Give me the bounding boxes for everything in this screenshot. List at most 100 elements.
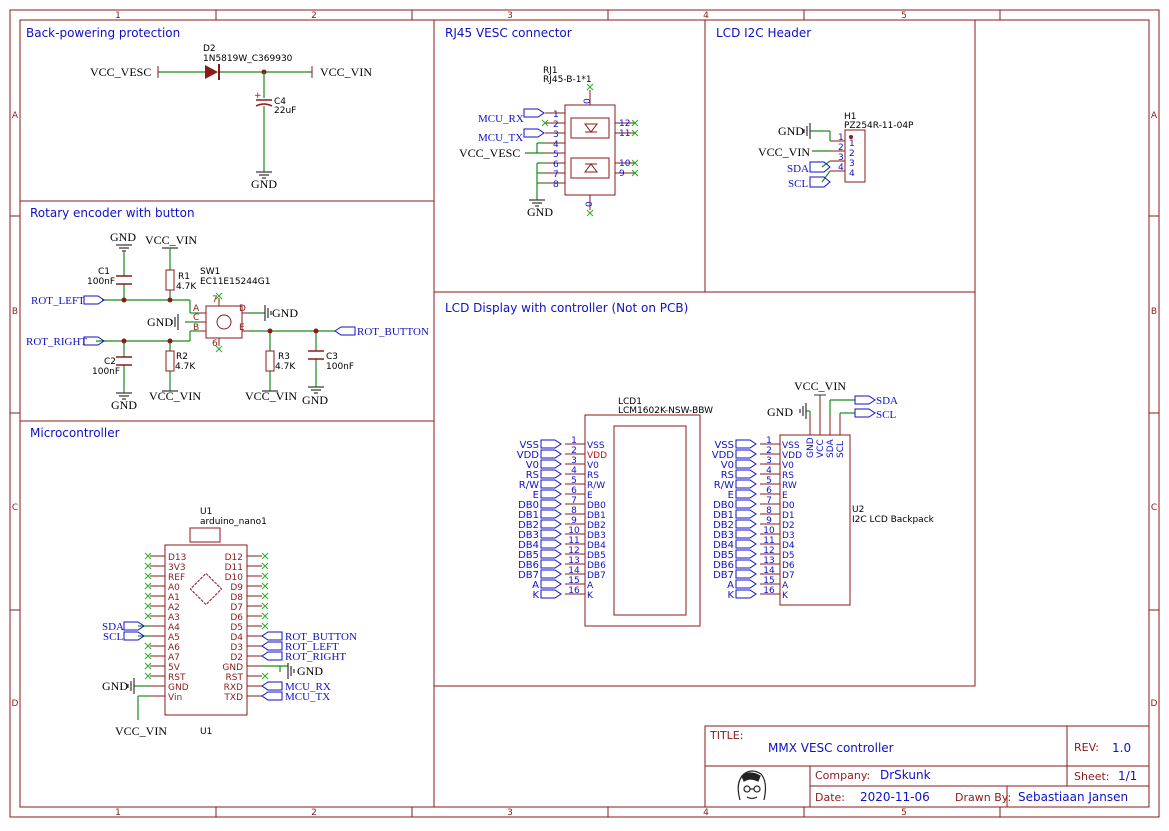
company-label: Company:: [815, 769, 870, 782]
u2-flag-6: [735, 489, 757, 499]
lcd1-net-10: DB3: [518, 530, 539, 541]
mcu-left-pin-a5: A5: [168, 633, 180, 643]
d2-value: 1N5819W_C369930: [203, 54, 293, 64]
lcd1-flag-14: [540, 569, 562, 579]
net-gnd-h1: GND: [778, 124, 804, 138]
u2-pin-num-12: 12: [763, 546, 774, 556]
lcd1-net-5: R/W: [519, 480, 539, 491]
grid-row-a-right: A: [1151, 111, 1158, 121]
net-vcc-vin: VCC_VIN: [320, 65, 372, 79]
nc-left-6: [144, 612, 152, 620]
net-vcc-vin-u2: VCC_VIN: [794, 379, 846, 393]
h1-pin-4-name: 4: [849, 169, 855, 179]
u2-flag-9: [735, 519, 757, 529]
net-vcc-vesc: VCC_VESC: [90, 65, 151, 79]
u2-flag-10: [735, 529, 757, 539]
u2-net-6: E: [728, 490, 734, 501]
lcd1-net-8: DB1: [518, 510, 539, 521]
date-value: 2020-11-06: [860, 790, 930, 804]
u1-chip: [189, 572, 223, 606]
lcd1-screen: [613, 425, 687, 616]
u2-net-8: DB1: [713, 510, 734, 521]
nc-right-1: [261, 562, 269, 570]
lcd1-pin-num-8: 8: [571, 506, 577, 516]
sheet-label: Sheet:: [1074, 770, 1110, 783]
rj45-pin-11: 11: [619, 129, 630, 139]
net-mcu-tx: MCU_TX: [478, 132, 523, 144]
ground-icon: [256, 171, 272, 179]
lcd1-pin-num-9: 9: [571, 516, 577, 526]
lcd1-pin-name-16: K: [587, 591, 594, 601]
mcu-left-pin-a7: A7: [168, 653, 180, 663]
rev-label: REV:: [1074, 741, 1099, 754]
u2-pin-num-14: 14: [763, 566, 775, 576]
lcd1-pin-name-8: DB1: [587, 511, 606, 521]
nc-left-2: [144, 572, 152, 580]
u2-flag-5: [735, 479, 757, 489]
mcu-right-pin-d2: D2: [230, 653, 243, 663]
lcd1-pin-name-6: E: [587, 491, 593, 501]
sw1-pin-d: D: [239, 304, 246, 314]
lcd1-net-15: A: [532, 580, 539, 591]
nc-left-0: [144, 552, 152, 560]
section-title-mcu: Microcontroller: [30, 426, 120, 440]
mcu-pins: D133V3REFA0A1A2A3A4A5A6A75VRSTGNDVinD12D…: [144, 552, 269, 703]
grid-row-b-right: B: [1151, 307, 1157, 317]
u2-net-15: A: [727, 580, 734, 591]
lcd1-flag-10: [540, 529, 562, 539]
net-rot-left: ROT_LEFT: [31, 295, 85, 307]
nc-right-0: [261, 552, 269, 560]
u2-pin-name-15: A: [782, 581, 789, 591]
rj45-ground-icon: [529, 199, 545, 207]
rj1-value: RJ45-B-1*1: [543, 75, 592, 85]
mcu-left-pin-a2: A2: [168, 603, 180, 613]
lcd1-flag-12: [540, 549, 562, 559]
nc-right-3: [261, 582, 269, 590]
lcd1-flag-11: [540, 539, 562, 549]
lcd1-pin-name-15: A: [587, 581, 594, 591]
mcu-right-pin-rxd: RXD: [224, 683, 243, 693]
grid-col-1: 1: [115, 11, 121, 21]
c4-ref: C4: [274, 97, 286, 107]
u2-net-10: DB3: [713, 530, 734, 541]
u2-ref: U2: [852, 505, 864, 515]
author-logo-icon: [737, 770, 767, 801]
header-ground-icon: [803, 123, 811, 139]
grid-col-3-bottom: 3: [507, 808, 513, 818]
u2-pin-num-13: 13: [763, 556, 774, 566]
net-vcc-vin-rotary-top: VCC_VIN: [145, 233, 197, 247]
u2-pin-name-4: RS: [782, 471, 794, 481]
grid-col-5-bottom: 5: [901, 808, 907, 818]
r1-value: 4.7K: [176, 282, 197, 292]
u2-pin-name-1: VSS: [782, 441, 800, 451]
lcd1-pin-num-2: 2: [571, 446, 577, 456]
nc-right-5: [261, 602, 269, 610]
u2-net-2: VDD: [712, 450, 735, 461]
u2-pin-num-7: 7: [766, 496, 772, 506]
grid-row-b: B: [12, 307, 18, 317]
sw1-pin-b: B: [193, 323, 199, 333]
sw1-value: EC11E15244G1: [200, 277, 270, 287]
u2-pin-num-8: 8: [766, 506, 772, 516]
net-gnd-u2: GND: [767, 405, 793, 419]
h1-pin-1: 1: [838, 133, 844, 143]
lcd1-flag-1: [540, 439, 562, 449]
u2-net-1: VSS: [714, 440, 734, 451]
lcd1-net-12: DB5: [518, 550, 539, 561]
c2-value: 100nF: [92, 367, 120, 377]
u1-body: [164, 544, 248, 716]
drawn-label: Drawn By:: [955, 791, 1011, 804]
rj45-pin-6: 6: [553, 160, 559, 170]
u2-flag-16: [735, 589, 757, 599]
u2-net-4: RS: [721, 470, 734, 481]
lcd1-pin-name-7: DB0: [587, 501, 606, 511]
u2-net-13: DB6: [713, 560, 734, 571]
h1-pin-4: 4: [838, 163, 844, 173]
title-label: TITLE:: [709, 729, 743, 742]
u2-pin-num-5: 5: [766, 476, 772, 486]
lcd1-pin-num-7: 7: [571, 496, 577, 506]
lcd1-pin-name-3: V0: [587, 461, 599, 471]
